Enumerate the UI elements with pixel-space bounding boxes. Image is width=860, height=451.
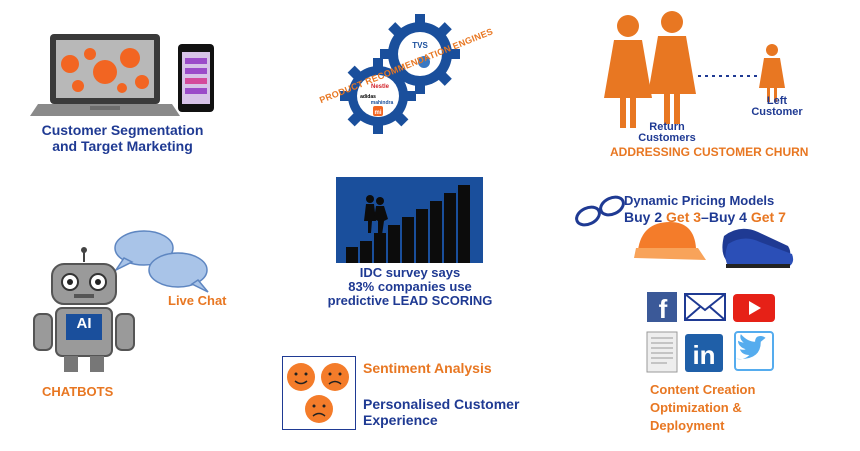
svg-text:f: f: [659, 294, 668, 324]
phone-icon: [178, 44, 214, 112]
segmentation-line1: Customer Segmentation: [41, 122, 204, 138]
pricing-title: Dynamic Pricing Models: [624, 193, 775, 208]
lead-line1: IDC survey says: [359, 265, 461, 280]
get-7-text: Get 7: [750, 209, 786, 225]
robot-icon: [33, 247, 135, 372]
gear-icon: Nestle adidas mahindra mi: [340, 58, 416, 134]
lead-line3: predictive LEAD SCORING: [327, 293, 493, 308]
document-icon: [646, 331, 678, 373]
buy-4-text: Buy 4: [708, 209, 747, 225]
sad-face-icon: [305, 395, 333, 423]
chatbots-label: CHATBOTS: [42, 384, 114, 399]
logo-mi: mi: [374, 110, 381, 116]
chatbot-illustration: [20, 226, 220, 376]
segmentation-label: Customer Segmentation and Target Marketi…: [20, 122, 225, 154]
content-label: Content Creation Optimization & Deployme…: [650, 381, 850, 435]
content-line2: Optimization &: [650, 400, 742, 415]
personalised-line1: Personalised Customer: [363, 396, 520, 412]
woman-icon: [648, 11, 696, 124]
logo-adidas: adidas: [360, 94, 376, 100]
logo-tvs: TVS: [412, 41, 428, 50]
segmentation-line2: and Target Marketing: [52, 138, 193, 154]
pricing-illustration: [574, 186, 804, 270]
sentiment-analysis-label: Sentiment Analysis: [363, 360, 492, 376]
youtube-icon: [733, 294, 775, 322]
content-line1: Content Creation: [650, 382, 756, 397]
buy-2-text: Buy 2: [624, 209, 663, 225]
woman-icon: [759, 44, 785, 102]
lead-line2: 83% companies use: [348, 279, 472, 294]
woman-icon: [604, 15, 652, 128]
robot-badge: AI: [76, 315, 92, 332]
laptop-icon: [30, 34, 180, 116]
climber-icon: [364, 195, 388, 235]
facebook-icon: f: [647, 292, 677, 324]
happy-face-icon: [287, 363, 315, 391]
live-chat-label: Live Chat: [168, 293, 227, 308]
logo-mahindra: mahindra: [371, 100, 394, 106]
recommendation-gears: TVS Nestle adidas mahindra mi: [320, 14, 500, 144]
left-line2: Customer: [751, 106, 803, 118]
svg-text:in: in: [692, 340, 715, 370]
lead-scoring-label: IDC survey says 83% companies use predic…: [300, 266, 520, 308]
pricing-dash: –: [701, 209, 709, 225]
personalised-label: Personalised Customer Experience: [363, 396, 583, 428]
return-line2: Customers: [638, 132, 696, 144]
left-customer-label: Left Customer: [742, 96, 812, 118]
return-line1: Return: [649, 121, 685, 133]
email-icon: [684, 293, 726, 321]
sad-face-icon: [321, 363, 349, 391]
sentiment-faces: [282, 356, 356, 430]
speech-bubble-icon: [148, 252, 209, 293]
content-line3: Deployment: [650, 418, 725, 433]
content-icons: f in: [645, 292, 780, 374]
get-3-text: Get 3: [666, 209, 702, 225]
cap-icon: [634, 222, 706, 260]
glasses-icon: [575, 195, 625, 227]
twitter-icon: [734, 331, 774, 371]
return-customers-label: Return Customers: [632, 122, 702, 144]
lead-scoring-image: [336, 177, 483, 263]
logo-nestle: Nestle: [371, 84, 390, 90]
pricing-offers: Buy 2 Get 3–Buy 4 Get 7: [624, 209, 854, 225]
left-line1: Left: [766, 95, 788, 107]
segmentation-illustration: [30, 32, 220, 122]
linkedin-icon: in: [685, 334, 723, 372]
personalised-line2: Experience: [363, 412, 438, 428]
churn-illustration: [600, 10, 800, 140]
shoe-icon: [722, 228, 794, 268]
speech-bubble-icon: [113, 230, 174, 272]
churn-caption: ADDRESSING CUSTOMER CHURN: [610, 145, 809, 159]
